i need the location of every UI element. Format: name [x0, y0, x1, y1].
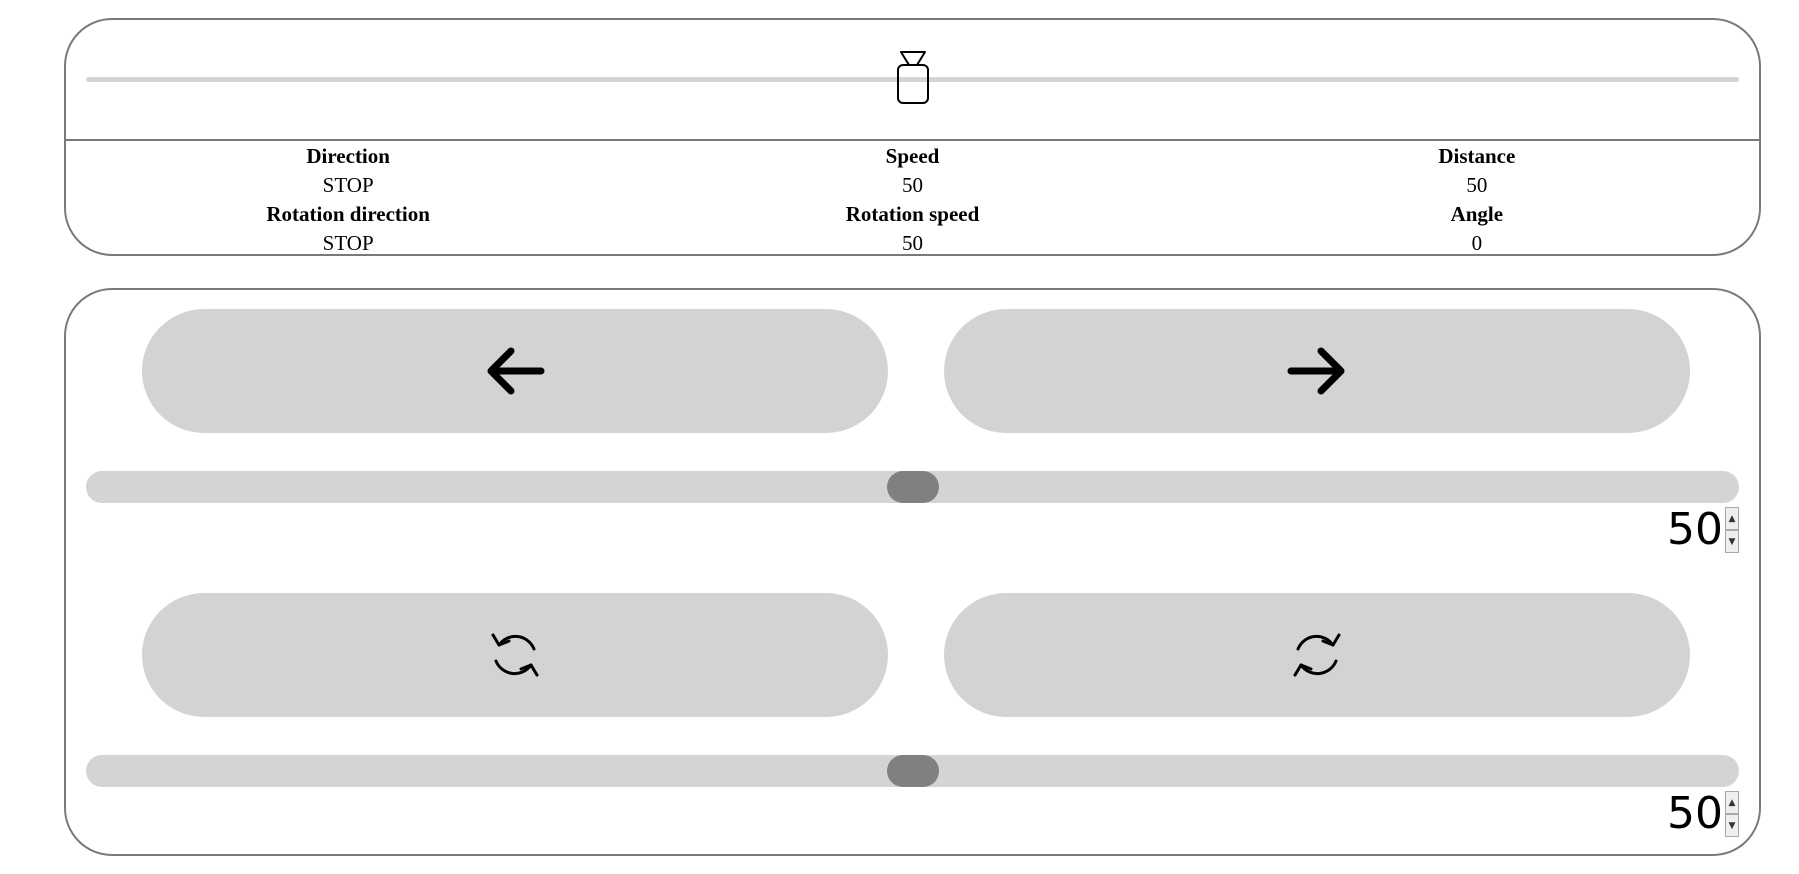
rotation-speed-number-value[interactable]: 50 — [1667, 788, 1723, 839]
speed-decrement-button[interactable]: ▼ — [1725, 530, 1739, 553]
angle-label: Angle — [1450, 202, 1504, 226]
speed-number-input[interactable]: 50 ▲ ▼ — [1667, 507, 1739, 553]
rotate-ccw-icon — [491, 633, 539, 677]
speed-number-value[interactable]: 50 — [1667, 504, 1723, 555]
info-grid: Direction Speed Distance STOP 50 50 Rota… — [66, 142, 1759, 258]
position-track — [86, 77, 1739, 82]
speed-increment-button[interactable]: ▲ — [1725, 507, 1739, 530]
rotation-speed-label: Rotation speed — [845, 202, 980, 226]
speed-slider-thumb[interactable] — [886, 471, 939, 503]
control-panel: 50 ▲ ▼ 50 ▲ ▼ — [64, 288, 1761, 856]
status-panel: Direction Speed Distance STOP 50 50 Rota… — [64, 18, 1761, 256]
rotation-speed-slider[interactable] — [86, 755, 1739, 787]
position-track-area — [66, 20, 1759, 140]
rotation-direction-label: Rotation direction — [266, 202, 430, 226]
rotation-direction-value: STOP — [322, 231, 374, 255]
rotation-speed-number-input[interactable]: 50 ▲ ▼ — [1667, 791, 1739, 837]
speed-slider[interactable] — [86, 471, 1739, 503]
distance-value: 50 — [1466, 173, 1488, 197]
angle-value: 0 — [1471, 231, 1483, 255]
arrow-left-icon — [487, 347, 545, 395]
rotation-speed-decrement-button[interactable]: ▼ — [1725, 814, 1739, 837]
speed-spinner: ▲ ▼ — [1725, 507, 1739, 553]
direction-label: Direction — [306, 144, 390, 168]
rotate-clockwise-button[interactable] — [944, 593, 1690, 717]
distance-label: Distance — [1438, 144, 1516, 168]
speed-label: Speed — [885, 144, 940, 168]
rotation-speed-value: 50 — [901, 231, 923, 255]
robot-marker-icon — [896, 51, 929, 104]
move-left-button[interactable] — [142, 309, 888, 433]
rotation-speed-spinner: ▲ ▼ — [1725, 791, 1739, 837]
rotation-speed-slider-thumb[interactable] — [886, 755, 939, 787]
rotate-counterclockwise-button[interactable] — [142, 593, 888, 717]
arrow-right-icon — [1287, 347, 1345, 395]
rotate-cw-icon — [1293, 633, 1341, 677]
status-divider — [66, 139, 1759, 141]
move-right-button[interactable] — [944, 309, 1690, 433]
speed-value: 50 — [901, 173, 923, 197]
rotation-speed-increment-button[interactable]: ▲ — [1725, 791, 1739, 814]
direction-value: STOP — [322, 173, 374, 197]
